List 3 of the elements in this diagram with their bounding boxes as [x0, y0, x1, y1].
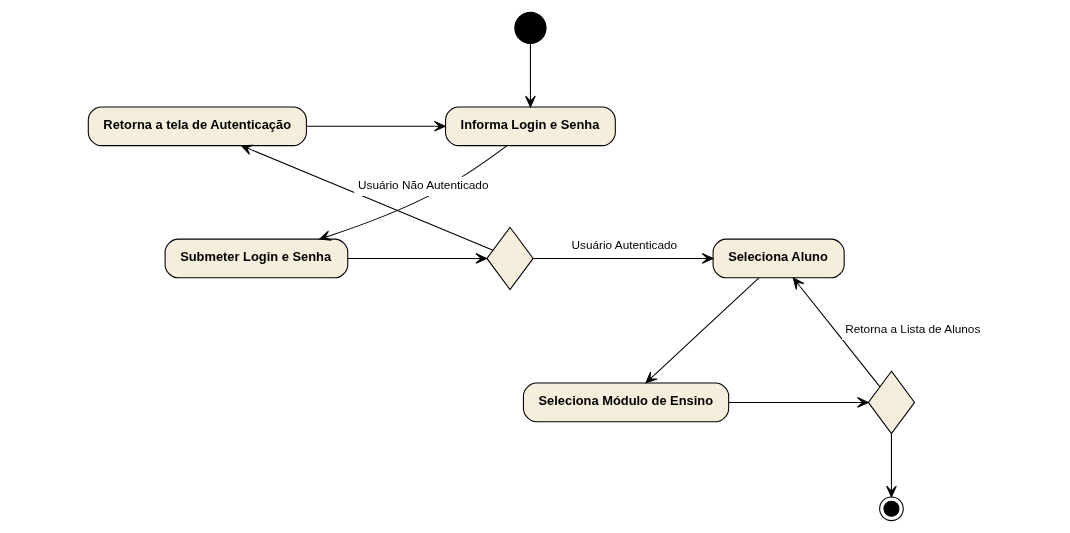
- edge-label: Usuário Não Autenticado: [357, 178, 489, 193]
- edge-label: Usuário Autenticado: [571, 237, 678, 252]
- edge-label: Retorna a Lista de Alunos: [845, 322, 981, 337]
